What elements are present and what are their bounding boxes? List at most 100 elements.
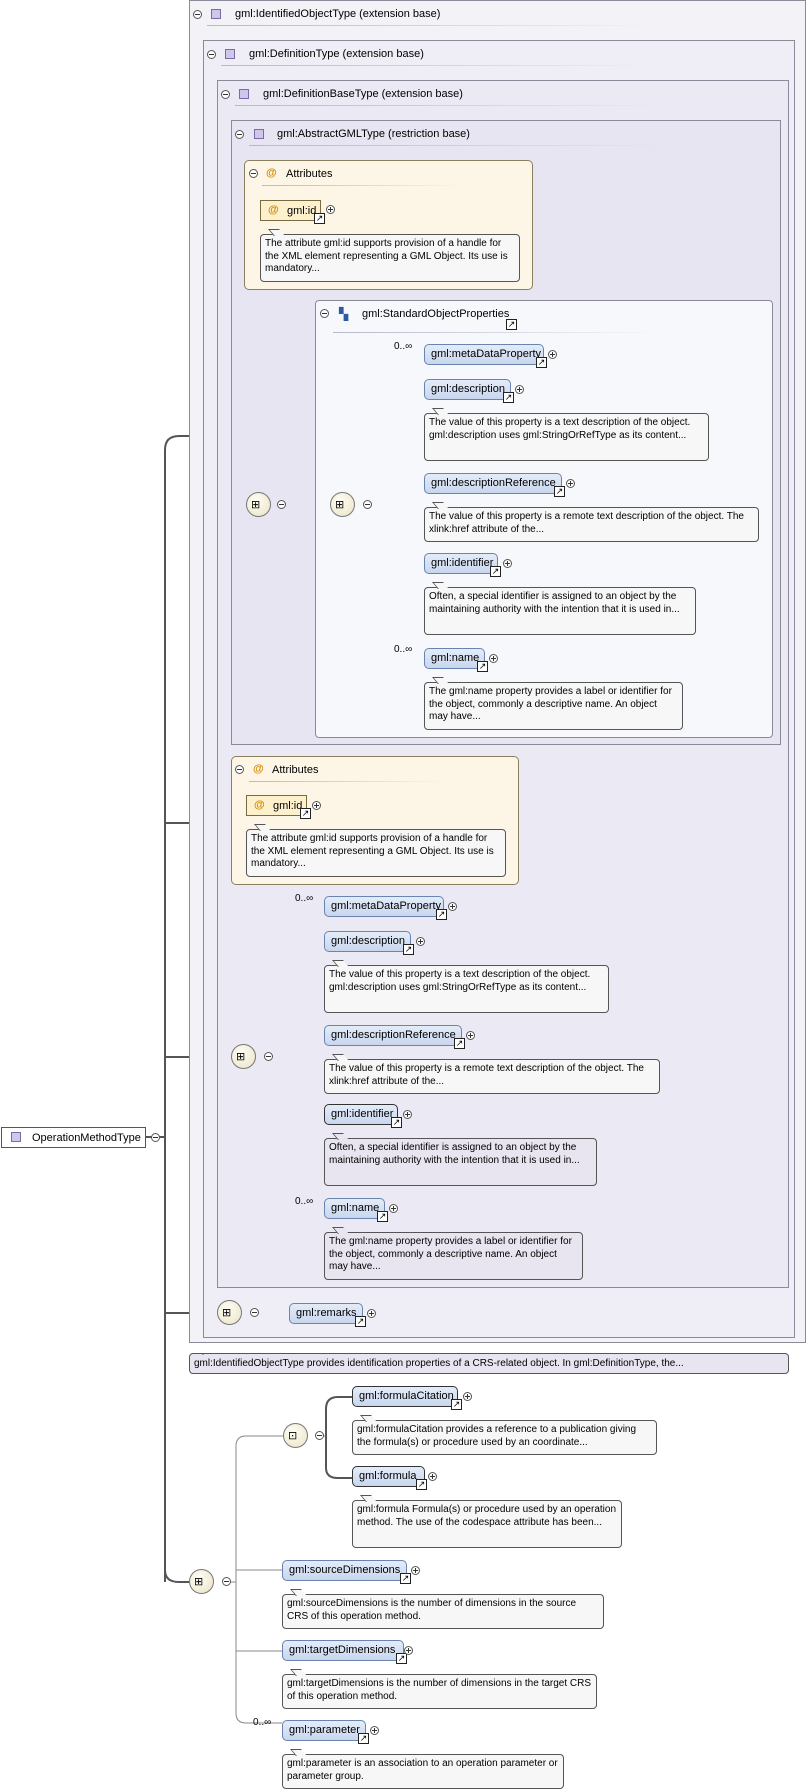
expand-icon[interactable] [411,1566,420,1575]
choice-compositor[interactable]: ⊡ [283,1423,308,1448]
cardinality-label: 0..∞ [295,1196,314,1207]
expand-icon[interactable] [367,1309,376,1318]
formula-citation-doc-note: gml:formulaCitation provides a reference… [352,1420,657,1455]
definition-collapse-icon[interactable] [207,50,216,59]
reference-arrow-icon[interactable]: ↗ [403,944,414,955]
choice-collapse-icon[interactable] [315,1431,324,1440]
reference-arrow-icon[interactable]: ↗ [503,392,514,403]
abstract-collapse-icon[interactable] [235,130,244,139]
expand-icon[interactable] [403,1110,412,1119]
expand-icon[interactable] [312,801,321,810]
sequence-collapse-icon[interactable] [222,1577,231,1586]
root-element[interactable]: OperationMethodType [1,1127,146,1148]
element-description-reference[interactable]: gml:descriptionReference [424,473,562,494]
expand-icon[interactable] [428,1472,437,1481]
cardinality-label: 0..∞ [394,341,413,352]
element-name[interactable]: gml:name [424,648,485,669]
reference-arrow-icon[interactable]: ↗ [477,661,488,672]
element-name[interactable]: gml:name [324,1198,385,1219]
expand-icon[interactable] [515,385,524,394]
sequence-compositor[interactable]: ⊞ [246,492,271,517]
element-label: gml:metaDataProperty [431,348,542,360]
identified-collapse-icon[interactable] [193,10,202,19]
element-description[interactable]: gml:description [324,931,411,952]
element-metadata-property[interactable]: gml:metaDataProperty [324,896,444,917]
element-metadata-property[interactable]: gml:metaDataProperty [424,344,544,365]
expand-icon[interactable] [489,654,498,663]
sequence-compositor[interactable]: ⊞ [189,1569,214,1594]
attribute-icon: @ [266,167,277,179]
reference-arrow-icon[interactable]: ↗ [396,1653,407,1664]
element-source-dimensions[interactable]: gml:sourceDimensions [282,1560,407,1581]
reference-arrow-icon[interactable]: ↗ [391,1117,402,1128]
root-element-label: OperationMethodType [32,1132,141,1144]
expand-icon[interactable] [326,205,335,214]
reference-arrow-icon[interactable]: ↗ [400,1573,411,1584]
expand-icon[interactable] [466,1031,475,1040]
reference-arrow-icon[interactable]: ↗ [377,1211,388,1222]
expand-icon[interactable] [448,902,457,911]
sequence-compositor[interactable]: ⊞ [330,492,355,517]
reference-arrow-icon[interactable]: ↗ [451,1399,462,1410]
reference-arrow-icon[interactable]: ↗ [416,1479,427,1490]
sequence-collapse-icon[interactable] [363,500,372,509]
formula-doc-note: gml:formula Formula(s) or procedure used… [352,1500,622,1548]
group-icon: ▚ [339,307,349,321]
element-formula-citation[interactable]: gml:formulaCitation [352,1386,458,1407]
attributes-collapse-icon[interactable] [249,169,258,178]
element-label: gml:sourceDimensions [289,1564,401,1576]
element-label: gml:description [331,935,405,947]
element-label: gml:remarks [296,1307,357,1319]
element-remarks[interactable]: gml:remarks [289,1303,363,1324]
cardinality-label: 0..∞ [394,644,413,655]
expand-icon[interactable] [404,1646,413,1655]
element-label: gml:description [431,383,505,395]
type-icon [211,9,221,19]
reference-arrow-icon[interactable]: ↗ [436,909,447,920]
element-formula[interactable]: gml:formula [352,1466,425,1487]
identified-base-label: gml:IdentifiedObjectType (extension base… [235,8,441,20]
reference-arrow-icon[interactable]: ↗ [554,486,565,497]
sequence-compositor[interactable]: ⊞ [217,1300,242,1325]
expand-icon[interactable] [548,350,557,359]
definition-base-collapse-icon[interactable] [221,90,230,99]
sequence-compositor[interactable]: ⊞ [231,1044,256,1069]
attribute-icon: @ [253,763,264,775]
definition-base-label: gml:DefinitionType (extension base) [249,48,424,60]
name-doc-note: The gml:name property provides a label o… [424,682,683,730]
expand-icon[interactable] [566,479,575,488]
element-parameter[interactable]: gml:parameter [282,1720,366,1741]
description-doc-note: The value of this property is a text des… [324,965,609,1013]
reference-arrow-icon[interactable]: ↗ [506,319,517,330]
element-target-dimensions[interactable]: gml:targetDimensions [282,1640,404,1661]
sequence-collapse-icon[interactable] [250,1308,259,1317]
expand-icon[interactable] [503,559,512,568]
attribute-gml-id[interactable]: @ gml:id [246,795,307,816]
expand-icon[interactable] [389,1204,398,1213]
reference-arrow-icon[interactable]: ↗ [300,808,311,819]
target-dimensions-doc-note: gml:targetDimensions is the number of di… [282,1674,597,1709]
expand-icon[interactable] [370,1726,379,1735]
element-label: gml:name [431,652,480,664]
element-label: gml:descriptionReference [431,477,556,489]
attributes-title: Attributes [272,764,319,776]
element-identifier[interactable]: gml:identifier [424,553,498,574]
expand-icon[interactable] [416,937,425,946]
element-description[interactable]: gml:description [424,379,511,400]
element-description-reference[interactable]: gml:descriptionReference [324,1025,462,1046]
sequence-collapse-icon[interactable] [277,500,286,509]
reference-arrow-icon[interactable]: ↗ [490,566,501,577]
element-identifier[interactable]: gml:identifier [324,1104,398,1125]
sequence-collapse-icon[interactable] [264,1052,273,1061]
root-collapse-icon[interactable] [151,1133,160,1142]
attributes-collapse-icon[interactable] [235,765,244,774]
group-collapse-icon[interactable] [320,309,329,318]
element-label: gml:targetDimensions [289,1644,396,1656]
reference-arrow-icon[interactable]: ↗ [454,1038,465,1049]
reference-arrow-icon[interactable]: ↗ [536,357,547,368]
attribute-gml-id[interactable]: @ gml:id [260,200,321,221]
expand-icon[interactable] [463,1392,472,1401]
reference-arrow-icon[interactable]: ↗ [358,1733,369,1744]
reference-arrow-icon[interactable]: ↗ [314,213,325,224]
reference-arrow-icon[interactable]: ↗ [355,1316,366,1327]
